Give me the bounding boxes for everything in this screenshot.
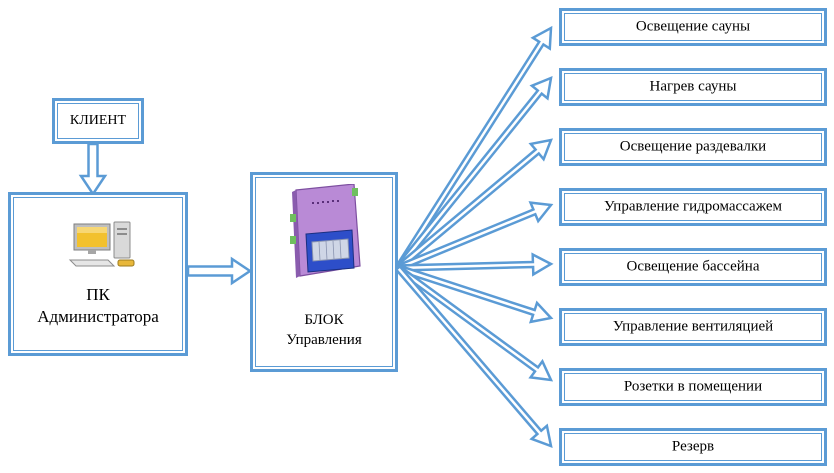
client-label: КЛИЕНТ [69, 113, 127, 128]
output-box-locker-lighting[interactable]: Освещение раздевалки [559, 128, 827, 166]
arrow-to-output-5 [396, 252, 554, 277]
arrow-pc-to-control-unit [186, 256, 253, 286]
computer-icon [68, 221, 135, 267]
output-label: Освещение раздевалки [619, 138, 767, 155]
pc-title-line2: Администратора [37, 307, 159, 326]
control-unit-box[interactable]: БЛОК Управления [250, 172, 398, 372]
output-label: Резерв [671, 438, 715, 455]
arrow-to-output-6 [395, 264, 554, 324]
output-box-room-sockets[interactable]: Розетки в помещении [559, 368, 827, 406]
pc-admin-box[interactable]: ПК Администратора [8, 192, 188, 356]
output-label: Управление вентиляцией [612, 318, 774, 335]
output-box-reserve[interactable]: Резерв [559, 428, 827, 466]
pc-title-line1: ПК [86, 285, 110, 304]
output-label: Освещение бассейна [626, 258, 760, 275]
arrow-to-output-3 [394, 138, 553, 272]
output-box-sauna-lighting[interactable]: Освещение сауны [559, 8, 827, 46]
arrow-to-output-8 [394, 264, 553, 448]
control-title-line2: Управления [286, 332, 362, 348]
output-box-hydromassage-control[interactable]: Управление гидромассажем [559, 188, 827, 226]
output-label: Розетки в помещении [623, 378, 763, 395]
control-title-line1: БЛОК [304, 312, 344, 328]
arrow-to-output-4 [395, 201, 554, 272]
output-label: Управление гидромассажем [603, 198, 783, 215]
arrow-to-output-2 [394, 76, 553, 272]
output-label: Нагрев сауны [649, 78, 737, 95]
output-box-ventilation-control[interactable]: Управление вентиляцией [559, 308, 827, 346]
arrow-to-output-7 [394, 264, 554, 382]
control-unit-icon [290, 184, 361, 278]
output-box-sauna-heating[interactable]: Нагрев сауны [559, 68, 827, 106]
arrow-client-to-pc [78, 142, 108, 197]
output-box-pool-lighting[interactable]: Освещение бассейна [559, 248, 827, 286]
client-box[interactable]: КЛИЕНТ [52, 98, 144, 144]
arrow-to-output-1 [394, 25, 553, 272]
output-label: Освещение сауны [635, 18, 751, 35]
